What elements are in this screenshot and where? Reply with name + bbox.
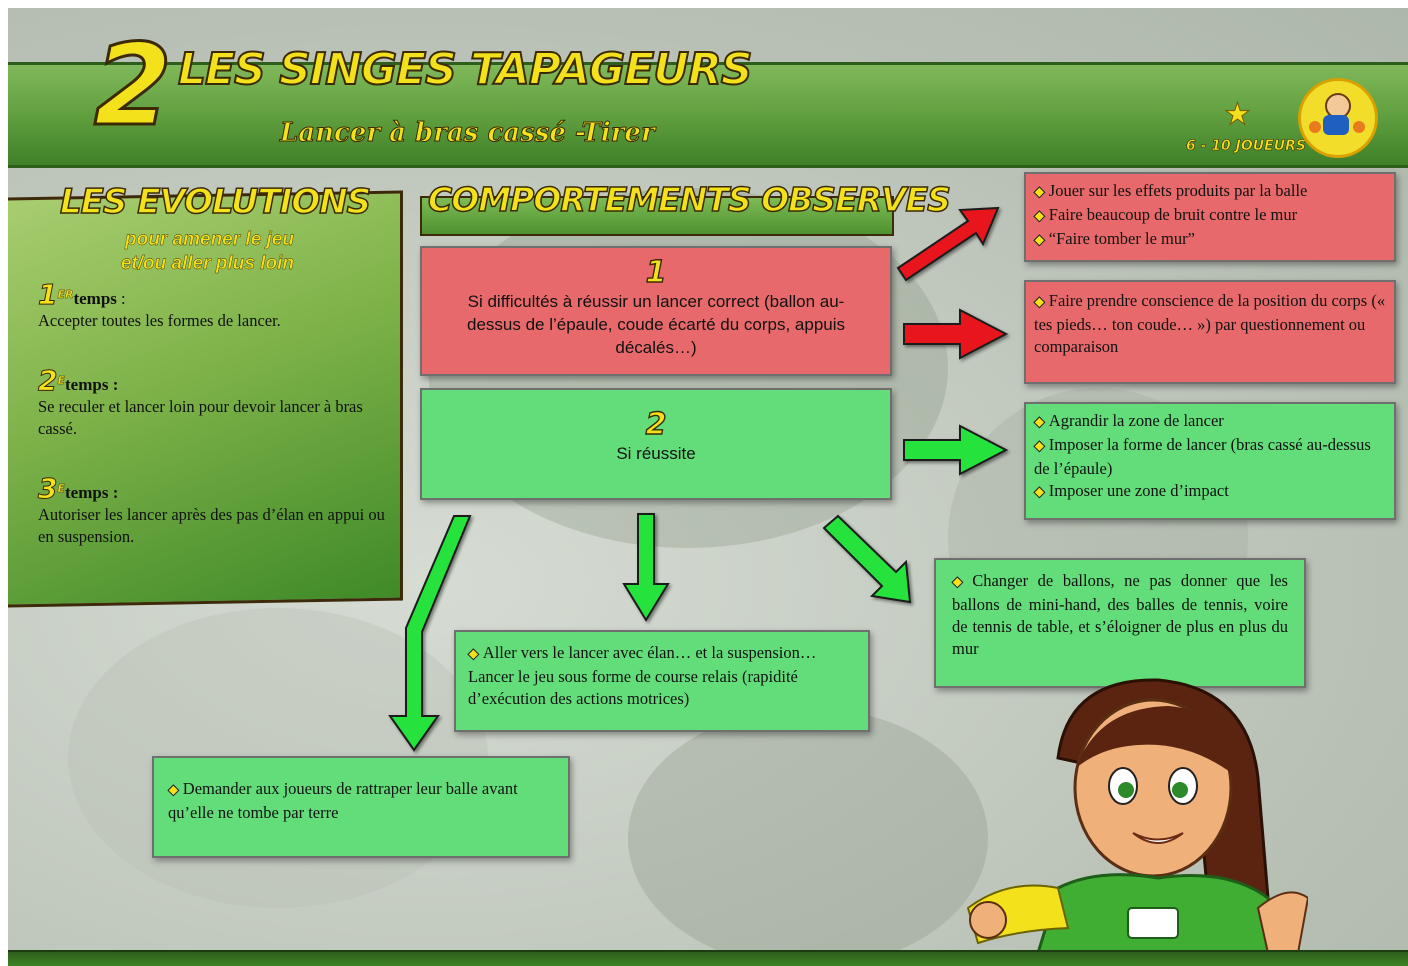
response-green-diag: ◆Changer de ballons, ne pas donner que l… (934, 558, 1306, 688)
list-item: ◆Imposer la forme de lancer (bras cassé … (1034, 434, 1386, 480)
diamond-bullet-icon: ◆ (168, 783, 180, 799)
list-item-text: Imposer la forme de lancer (bras cassé a… (1034, 435, 1371, 478)
case-number: 1 (645, 255, 667, 290)
star-icon: ★ (1224, 98, 1252, 131)
response-green-right: ◆Agrandir la zone de lancer ◆Imposer la … (1024, 402, 1396, 520)
game-title: LES SINGES TAPAGEURS (177, 44, 754, 95)
game-number: 2 (93, 21, 174, 151)
response-green-bottom: ◆Demander aux joueurs de rattraper leur … (152, 756, 570, 858)
green-arrow-down (622, 513, 670, 622)
list-item-text: Faire beaucoup de bruit contre le mur (1048, 205, 1298, 224)
evolutions-subtitle: pour amener le jeu et/ou aller plus loin (68, 228, 295, 276)
green-arrow-down-right (822, 514, 912, 604)
list-item: ◆Faire beaucoup de bruit contre le mur (1034, 204, 1386, 228)
case-1-box: 1 Si difficultés à réussir un lancer cor… (420, 246, 892, 376)
evolutions-title: LES EVOLUTIONS (59, 181, 372, 223)
list-item-text: “Faire tomber le mur” (1048, 229, 1195, 248)
step-suffix: ER (57, 288, 74, 301)
response-text: Faire prendre conscience de la position … (1034, 291, 1386, 356)
flow-arrows (388, 206, 1009, 752)
case-text: Si réussite (616, 444, 696, 463)
step-text: Se reculer et lancer loin pour devoir la… (38, 397, 363, 438)
diamond-bullet-icon: ◆ (1034, 439, 1046, 455)
step-label: temps : (65, 375, 119, 394)
diamond-bullet-icon: ◆ (951, 575, 969, 591)
evolution-step: 3Etemps : Autoriser les lancer après des… (37, 474, 398, 548)
step-number: 3 (37, 472, 58, 505)
background-blob (628, 708, 988, 966)
step-label: temps : (65, 483, 119, 502)
list-item: ◆“Faire tomber le mur” (1034, 228, 1386, 252)
case-text: Si difficultés à réussir un lancer corre… (466, 292, 846, 357)
evolutions-subtitle-line: pour amener le jeu (125, 229, 294, 250)
list-item-text: Jouer sur les effets produits par la bal… (1048, 181, 1308, 200)
list-item-text: Agrandir la zone de lancer (1048, 411, 1224, 430)
diamond-bullet-icon: ◆ (1034, 485, 1046, 501)
response-red-mid: ◆Faire prendre conscience de la position… (1024, 280, 1396, 384)
step-number: 1 (37, 278, 58, 311)
players-count: 6 - 10 JOUEURS (1186, 138, 1307, 155)
step-suffix: E (57, 482, 65, 495)
red-arrow-right (903, 308, 1009, 360)
diamond-bullet-icon: ◆ (468, 647, 480, 663)
comportements-header-bar (420, 196, 894, 236)
girl-mascot-illustration (966, 678, 1308, 953)
response-green-center: ◆Aller vers le lancer avec élan… et la s… (454, 630, 870, 732)
step-label: temps (73, 289, 117, 308)
list-item-text: Imposer une zone d’impact (1048, 481, 1229, 500)
evolution-step: 1ERtemps : Accepter toutes les formes de… (37, 280, 398, 332)
title-banner (8, 62, 1408, 168)
diamond-bullet-icon: ◆ (1034, 295, 1046, 311)
list-item: ◆Agrandir la zone de lancer (1034, 410, 1386, 434)
activity-sheet: 2 LES SINGES TAPAGEURS Lancer à bras cas… (8, 8, 1408, 966)
case-2-box: 2 Si réussite (420, 388, 892, 500)
diamond-bullet-icon: ◆ (1034, 185, 1046, 201)
step-text: Autoriser les lancer après des pas d’éla… (38, 505, 385, 546)
response-text: Changer de ballons, ne pas donner que le… (952, 571, 1288, 658)
bottom-bar (8, 950, 1408, 966)
evolution-step: 2Etemps : Se reculer et lancer loin pour… (37, 366, 398, 440)
player-avatar-icon (1298, 78, 1378, 158)
diamond-bullet-icon: ◆ (1034, 415, 1046, 431)
step-colon: : (116, 289, 126, 308)
list-item: ◆Jouer sur les effets produits par la ba… (1034, 180, 1386, 204)
step-suffix: E (57, 374, 65, 387)
red-arrow-up-right (896, 206, 1000, 282)
green-arrow-down-left (388, 515, 472, 752)
evolutions-subtitle-line: et/ou aller plus loin (120, 253, 295, 274)
response-red-top: ◆Jouer sur les effets produits par la ba… (1024, 172, 1396, 262)
response-text: Aller vers le lancer avec élan… et la su… (468, 643, 817, 708)
case-number: 2 (645, 407, 667, 442)
diamond-bullet-icon: ◆ (1034, 209, 1046, 225)
game-subtitle: Lancer à bras cassé -Tirer (280, 118, 656, 148)
diamond-bullet-icon: ◆ (1034, 233, 1046, 249)
step-number: 2 (37, 364, 58, 397)
list-item: ◆Imposer une zone d’impact (1034, 480, 1386, 504)
comportements-title: COMPORTEMENTS OBSERVES (427, 179, 951, 220)
green-arrow-right (903, 424, 1009, 476)
step-text: Accepter toutes les formes de lancer. (38, 311, 281, 330)
response-text: Demander aux joueurs de rattraper leur b… (168, 779, 518, 822)
